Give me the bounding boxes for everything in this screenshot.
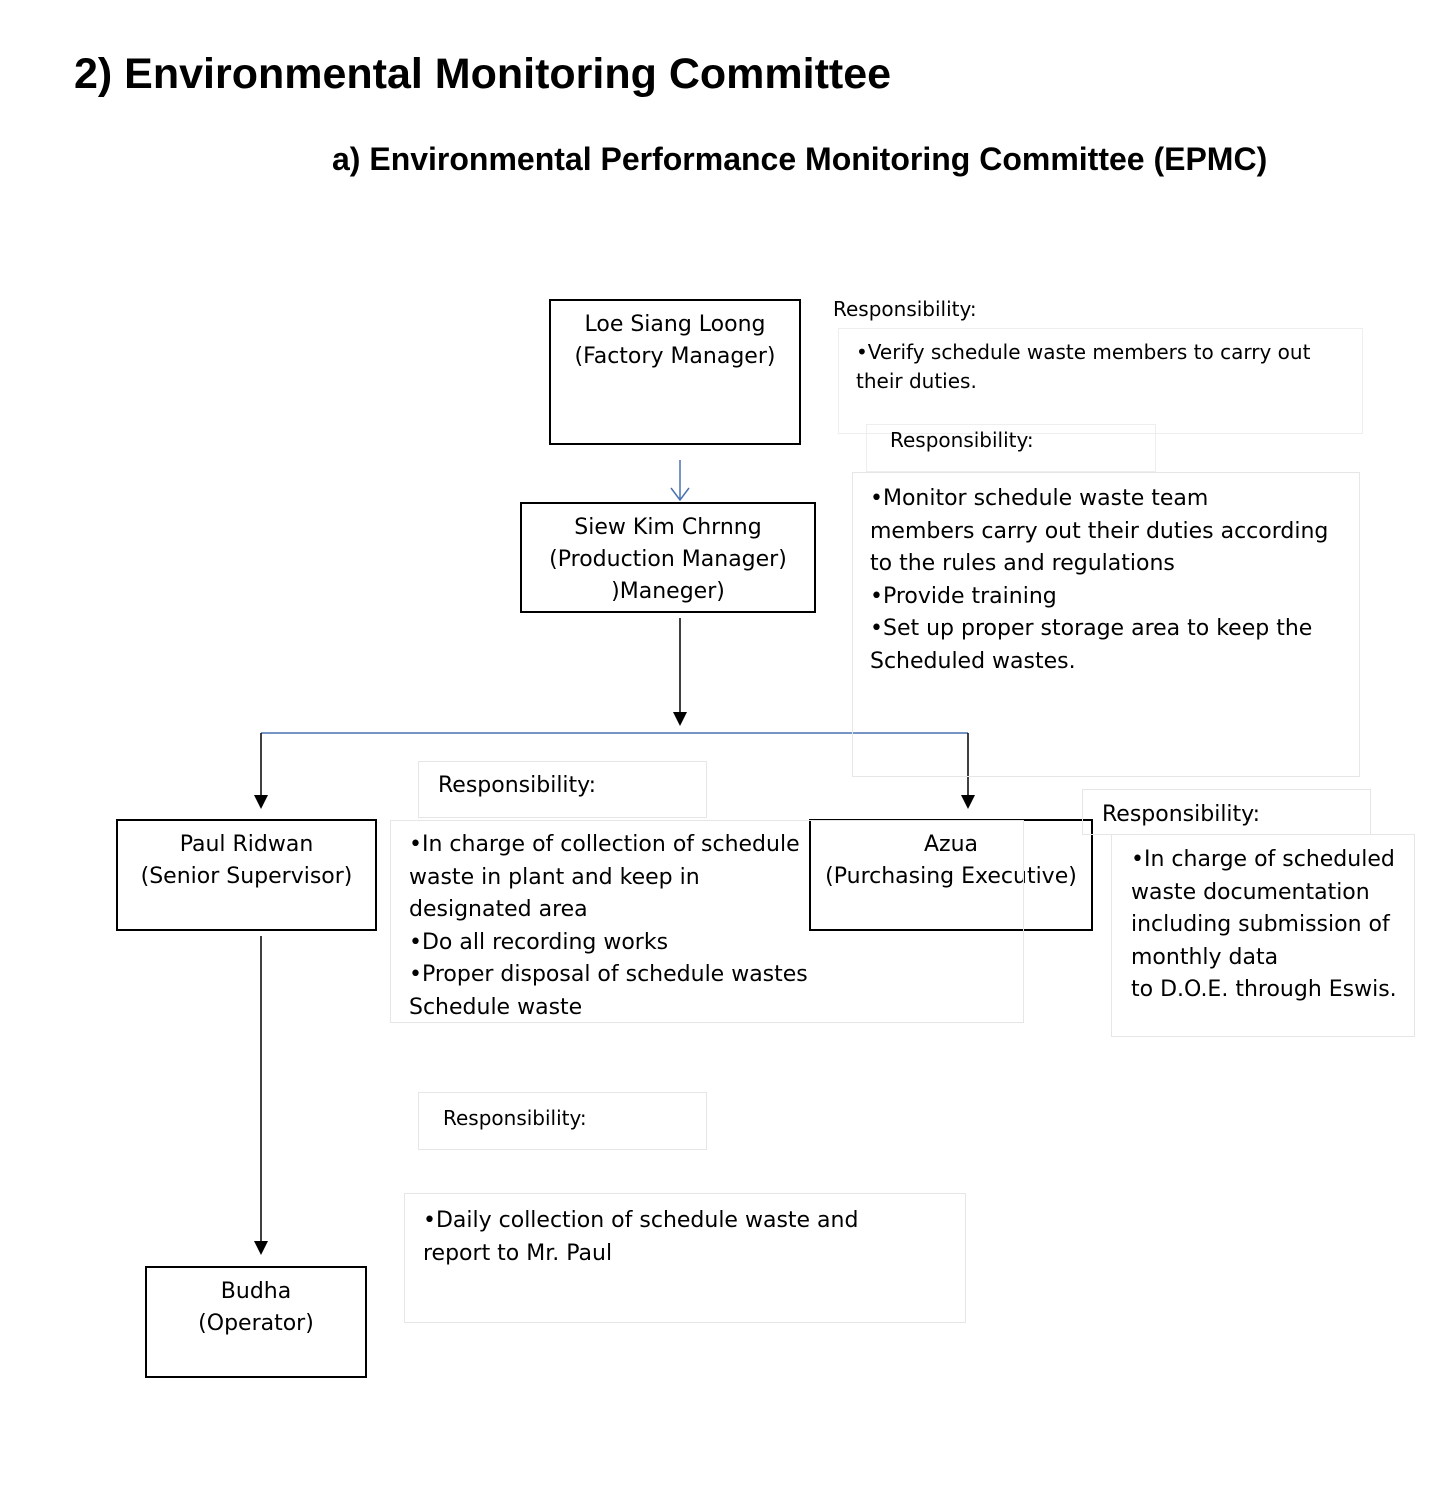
node-operator: Budha (Operator)	[145, 1266, 367, 1378]
responsibility-title-operator: Responsibility:	[443, 1106, 587, 1130]
responsibility-line: •In charge of scheduled	[1131, 847, 1395, 872]
responsibility-box-purchasing-executive	[1111, 834, 1415, 1037]
arrowhead-to-operator	[254, 1241, 268, 1255]
responsibility-line: their duties.	[856, 369, 977, 393]
node-production-manager: Siew Kim Chrnng (Production Manager) )Ma…	[520, 502, 816, 613]
responsibility-line: monthly data	[1131, 944, 1279, 970]
node-name: Azua	[923, 832, 979, 857]
arrowhead-factory-to-production	[670, 487, 690, 502]
responsibility-box-operator	[404, 1193, 966, 1323]
responsibility-box-senior-supervisor	[390, 820, 1024, 1023]
node-name: Paul Ridwan	[179, 832, 314, 857]
responsibility-text-operator: •Daily collection of schedule waste and …	[423, 1205, 858, 1270]
node-role: (Senior Supervisor)	[140, 864, 353, 889]
node-senior-supervisor: Paul Ridwan (Senior Supervisor)	[116, 819, 377, 931]
arrowhead-production-down	[673, 712, 687, 726]
node-name: Budha	[220, 1279, 292, 1304]
responsibility-line: Schedule waste	[409, 994, 583, 1020]
node-role-extra: )Maneger)	[611, 579, 725, 604]
responsibility-line: designated area	[409, 897, 588, 922]
responsibility-title-box-operator	[418, 1092, 707, 1150]
responsibility-line: to the rules and regulations	[870, 551, 1175, 576]
responsibility-text-production-manager: •Monitor schedule waste team members car…	[870, 483, 1328, 678]
responsibility-title-senior-supervisor: Responsibility:	[438, 773, 596, 798]
responsibility-line: waste in plant and keep in	[409, 864, 700, 890]
responsibility-title-box-senior-supervisor	[418, 761, 707, 818]
node-name: Loe Siang Loong	[584, 312, 766, 337]
arrowhead-to-purchasing	[961, 795, 975, 809]
node-factory-manager: Loe Siang Loong (Factory Manager)	[549, 299, 801, 445]
responsibility-box-factory-manager	[838, 328, 1363, 434]
arrowhead-to-supervisor	[254, 795, 268, 809]
responsibility-title-purchasing-executive: Responsibility:	[1102, 802, 1260, 827]
responsibility-line: Scheduled wastes.	[870, 648, 1076, 674]
node-role: (Operator)	[198, 1311, 314, 1336]
node-name: Siew Kim Chrnng	[574, 515, 762, 540]
responsibility-text-purchasing-executive: •In charge of scheduled waste documentat…	[1131, 844, 1397, 1007]
responsibility-title-production-manager: Responsibility:	[890, 428, 1034, 452]
responsibility-title-box-production-manager	[866, 424, 1156, 472]
responsibility-line: •Monitor schedule waste team	[870, 486, 1209, 511]
responsibility-line: •Set up proper storage area to keep the	[870, 616, 1313, 641]
responsibility-line: •Verify schedule waste members to carry …	[856, 340, 1311, 364]
node-role: (Production Manager)	[549, 547, 787, 572]
responsibility-line: including submission of	[1131, 912, 1390, 937]
responsibility-line: •Do all recording works	[409, 929, 669, 955]
responsibility-box-production-manager	[852, 472, 1360, 777]
page-title: 2) Environmental Monitoring Committee	[74, 50, 892, 98]
responsibility-line: waste documentation	[1131, 879, 1370, 905]
responsibility-line: •Daily collection of schedule waste and	[423, 1208, 859, 1233]
responsibility-line: report to Mr. Paul	[423, 1240, 613, 1266]
responsibility-line: •In charge of collection of schedule	[409, 832, 800, 857]
page-subtitle: a) Environmental Performance Monitoring …	[332, 141, 1268, 177]
responsibility-line: •Provide training	[870, 583, 1057, 609]
responsibility-line: to D.O.E. through Eswis.	[1131, 977, 1397, 1002]
responsibility-line: •Proper disposal of schedule wastes	[409, 962, 808, 987]
responsibility-text-senior-supervisor: •In charge of collection of schedule was…	[409, 829, 808, 1024]
responsibility-line: members carry out their duties according	[870, 518, 1329, 544]
responsibility-title-factory-manager: Responsibility:	[833, 297, 977, 321]
node-role: (Factory Manager)	[574, 344, 776, 369]
responsibility-text-factory-manager: •Verify schedule waste members to carry …	[856, 338, 1310, 396]
node-role: (Purchasing Executive)	[825, 864, 1077, 889]
